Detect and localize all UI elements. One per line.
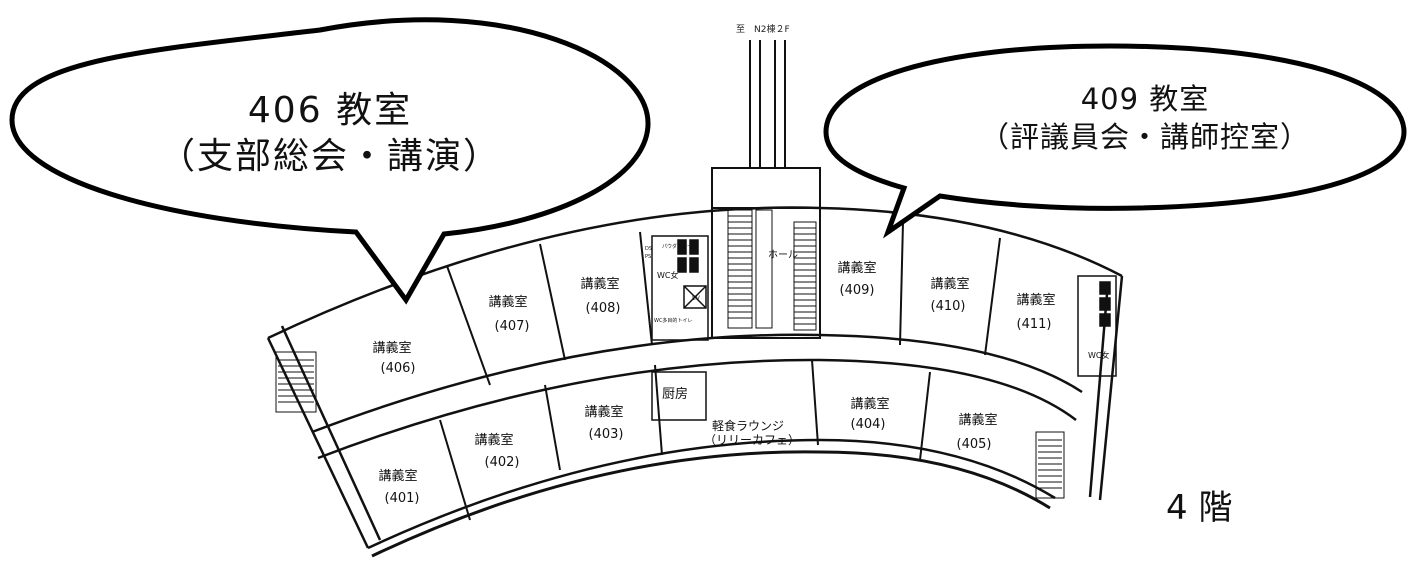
- lower-room-walls: [439, 359, 931, 521]
- callout-right-bubble: [823, 43, 1407, 239]
- ds-label: DS: [645, 246, 652, 252]
- room-labels: 講義室 (406) 講義室 (407) 講義室 (408) 講義室 (409) …: [372, 260, 1055, 506]
- hall-label: ホール: [768, 249, 798, 261]
- ev-label: EV: [692, 295, 701, 302]
- direction-label-n2: 至 N2棟２F: [736, 25, 790, 35]
- callout-409-title: 409 教室: [1080, 82, 1210, 116]
- room-406-name: 講義室: [372, 340, 411, 356]
- room-406-number: (406): [381, 361, 416, 376]
- room-402-name: 講義室: [474, 432, 513, 448]
- wc-right-block: [1077, 275, 1117, 377]
- multipurpose-toilet-label: WC多目的トイレ: [654, 317, 692, 324]
- facility-labels: ホール 厨房 軽食ラウンジ （リリーカフェ） WC女 WC女 パウダールーム W…: [645, 243, 1110, 447]
- room-403-number: (403): [589, 427, 624, 442]
- room-410-number: (410): [931, 299, 966, 314]
- lounge-label-line2: （リリーカフェ）: [704, 433, 800, 447]
- callout-406-title: 406 教室: [247, 90, 413, 131]
- ps-label: PS: [645, 254, 651, 260]
- room-401-name: 講義室: [378, 468, 417, 484]
- callout-409-subtitle: （評議員会・講師控室）: [979, 120, 1310, 154]
- callout-left-bubble: [9, 17, 651, 305]
- room-404-name: 講義室: [850, 396, 889, 412]
- callout-406: 406 教室 （支部総会・講演）: [110, 88, 550, 180]
- room-407-name: 講義室: [488, 294, 527, 310]
- lounge-label-line1: 軽食ラウンジ: [712, 418, 784, 433]
- room-407-number: (407): [495, 319, 530, 334]
- stairs-left: [275, 351, 317, 413]
- room-411-name: 講義室: [1016, 292, 1055, 308]
- stairs-right: [1035, 431, 1065, 499]
- room-409-number: (409): [840, 283, 875, 298]
- room-403-name: 講義室: [584, 404, 623, 420]
- kitchen-box: [651, 371, 707, 421]
- room-410-name: 講義室: [930, 276, 969, 292]
- balcony-rail: [371, 450, 1051, 558]
- room-404-number: (404): [851, 417, 886, 432]
- bridge-to-n2: [711, 40, 821, 339]
- callout-409: 409 教室 （評議員会・講師控室）: [900, 80, 1390, 156]
- room-409-name: 講義室: [837, 260, 876, 276]
- escalator-hatch: [727, 209, 817, 331]
- room-408-number: (408): [586, 301, 621, 316]
- wc-left-block: [651, 235, 709, 341]
- wc-female-left-label: WC女: [657, 270, 679, 280]
- wc-female-right-label: WC女: [1088, 350, 1110, 360]
- room-411-number: (411): [1017, 317, 1052, 332]
- room-405-number: (405): [957, 437, 992, 452]
- floor-label: 4 階: [1166, 488, 1233, 528]
- kitchen-label: 厨房: [662, 386, 688, 402]
- room-408-name: 講義室: [580, 276, 619, 292]
- callout-406-subtitle: （支部総会・講演）: [158, 136, 501, 177]
- room-401-number: (401): [385, 491, 420, 506]
- upper-room-walls: [446, 221, 1001, 386]
- powder-room-label: パウダールーム: [662, 243, 697, 250]
- room-402-number: (402): [485, 455, 520, 470]
- room-405-name: 講義室: [958, 412, 997, 428]
